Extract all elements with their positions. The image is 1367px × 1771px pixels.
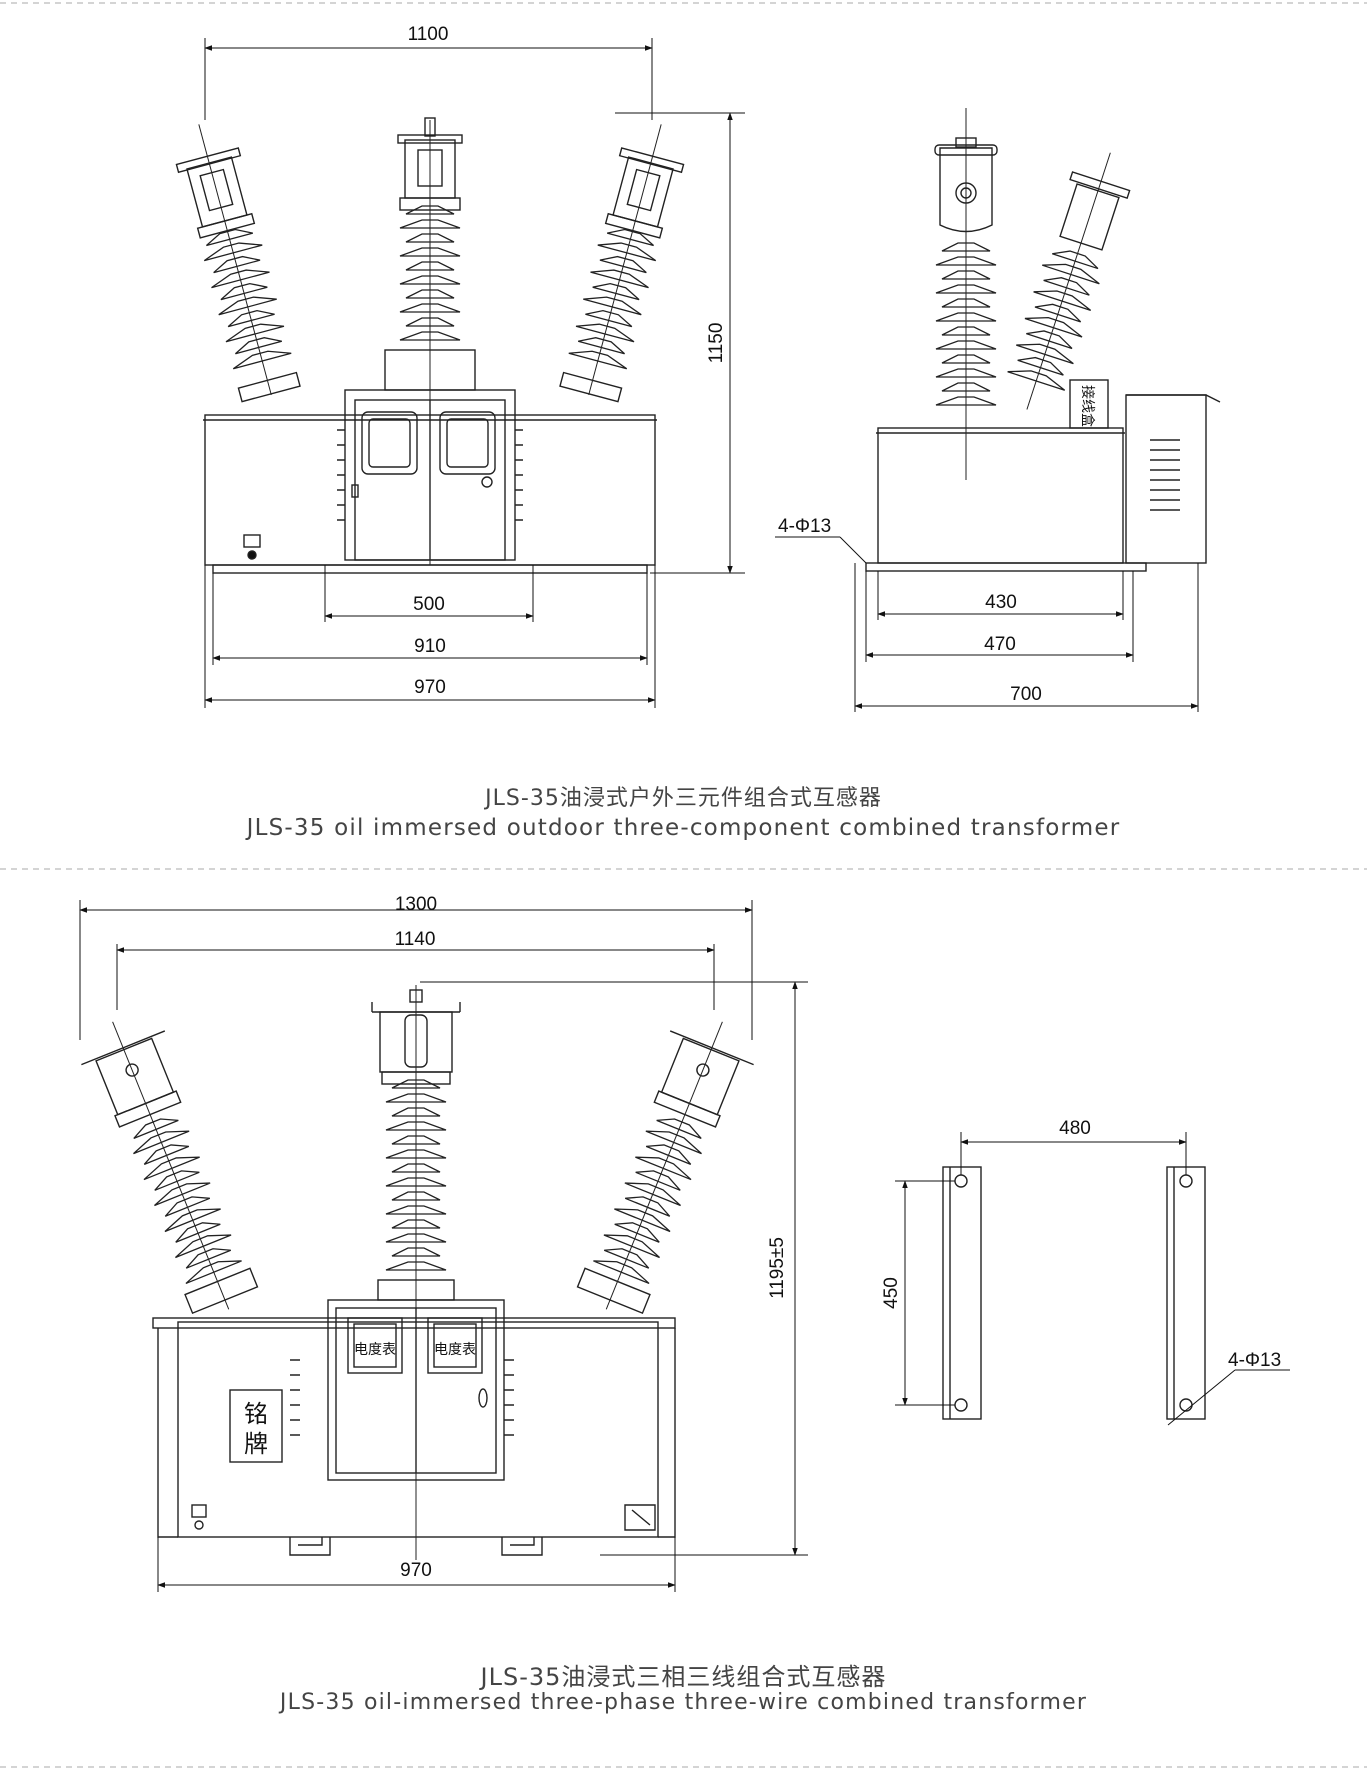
bottom-mount-rails [942,1166,1206,1420]
bottom-front-tank [177,1321,659,1538]
top-dim-overall-width: 1100 [408,24,449,45]
top-dim-total-width: 970 [414,677,446,698]
mount-hole-spec: 4-Φ13 [1228,1350,1281,1371]
bottom-front-meter-window-left [347,1317,403,1374]
top-front-window-left [361,411,418,475]
bottom-front-meter-window-right [427,1317,483,1374]
mount-rail-spacing: 480 [1059,1118,1091,1139]
bottom-front-left-insulator [81,1021,259,1315]
top-side-dim-base-depth: 470 [984,634,1016,655]
bottom-front-nameplate [229,1389,283,1463]
top-front-dimensions [204,38,745,708]
top-dim-height: 1150 [706,323,727,364]
bottom-front-meter-label-right: 电度表 [434,1342,476,1358]
bottom-front-nameplate-line2: 牌 [244,1431,268,1458]
top-front-right-insulator [559,124,685,403]
top-front-center-head [404,139,456,199]
top-front-view [175,117,685,574]
top-side-dim-total-depth: 700 [1010,684,1042,705]
top-caption-chinese: JLS-35油浸式户外三元件组合式互感器 [485,786,882,811]
top-side-hole-spec: 4-Φ13 [778,516,831,537]
bottom-dim-height: 1195±5 [767,1237,788,1299]
top-front-left-insulator [175,124,301,403]
bottom-dim-base-width: 970 [400,1560,432,1581]
top-side-view [865,108,1221,572]
mount-rail-dimensions [895,1132,1290,1426]
mount-rail-right [1166,1166,1206,1420]
bottom-caption-chinese: JLS-35油浸式三相三线组合式互感器 [480,1663,887,1691]
bottom-front-nameplate-line1: 铭 [244,1401,268,1428]
bottom-front-view [81,985,754,1560]
bottom-front-meter-label-left: 电度表 [354,1342,396,1358]
bottom-dim-terminal-spacing: 1140 [395,929,436,950]
top-side-dim-mount-spacing: 430 [985,592,1017,613]
mount-hole-spacing: 450 [881,1277,902,1309]
top-side-junction-box-label: 接线盒 [1079,385,1096,427]
bottom-front-right-insulator [576,1021,754,1315]
bottom-front-dimensions [79,900,808,1592]
top-side-tank [877,427,1124,564]
bottom-caption-english: JLS-35 oil-immersed three-phase three-wi… [279,1690,1088,1715]
top-dim-base-width: 910 [414,636,446,657]
top-side-inclined-insulator [1006,152,1131,410]
top-side-dimensions [775,536,1199,712]
top-front-window-right [439,411,496,475]
top-caption-english: JLS-35 oil immersed outdoor three-compon… [246,815,1121,841]
bottom-dim-overall-width: 1300 [395,894,437,915]
top-side-oil-tank-head [939,147,993,233]
top-side-junction-box [1125,394,1207,564]
mount-rail-left [942,1166,982,1420]
top-dim-mount-spacing: 500 [413,594,445,615]
